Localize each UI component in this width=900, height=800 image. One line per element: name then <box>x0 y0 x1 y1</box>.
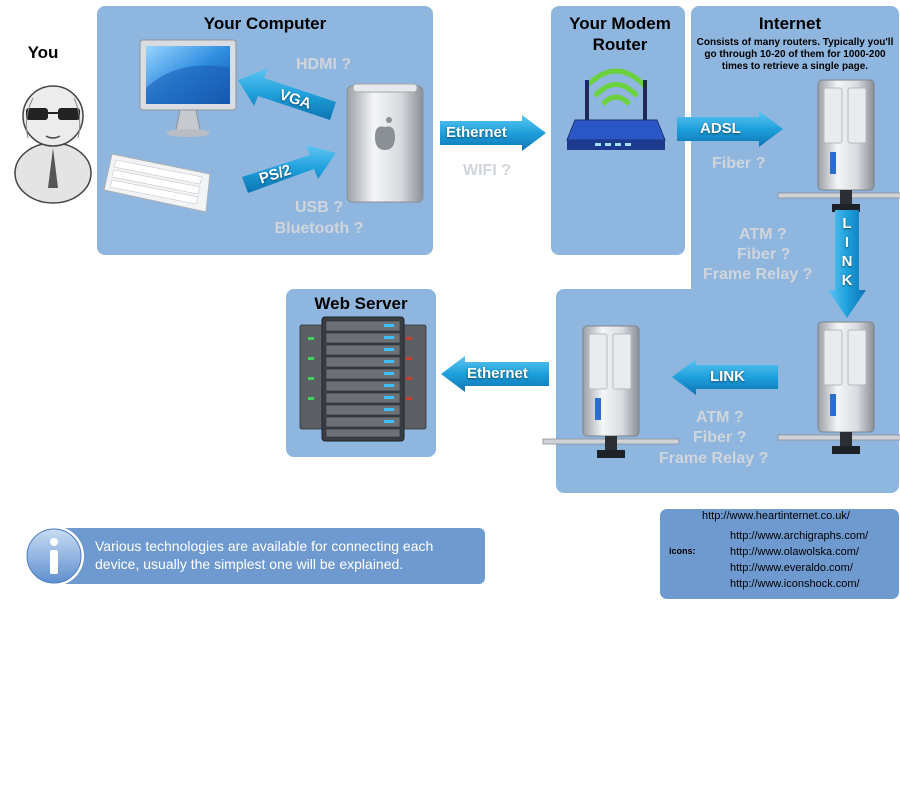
link-label-horizontal: LINK <box>710 368 745 385</box>
frame-relay-label-1: Frame Relay ? <box>703 266 813 283</box>
credits-icon-link[interactable]: http://www.archigraphs.com/ <box>730 530 869 542</box>
atm-label-1: ATM ? <box>739 226 787 243</box>
tower-computer-icon <box>346 83 424 203</box>
credits-source-link[interactable]: http://www.heartinternet.co.uk/ <box>702 510 850 522</box>
internet-note-line3: times to retrieve a single page. <box>721 61 869 72</box>
webserver-title: Web Server <box>314 294 408 313</box>
ethernet-label-2: Ethernet <box>467 365 528 382</box>
ethernet-arrow-2 <box>441 356 549 392</box>
info-text-line2: device, usually the simplest one will be… <box>95 556 404 572</box>
ethernet-label-1: Ethernet <box>446 124 507 141</box>
link-label-vertical: LINK <box>841 215 853 289</box>
usb-label: USB ? <box>295 199 343 216</box>
info-banner <box>58 528 485 584</box>
user-avatar-icon <box>14 85 92 204</box>
credits-icon-link[interactable]: http://www.iconshock.com/ <box>730 578 860 590</box>
internet-note-line2: go through 10-20 of them for 1000-200 <box>704 49 886 60</box>
fiber-label-1: Fiber ? <box>737 246 791 263</box>
router-server-icon-top <box>777 79 900 213</box>
credits-icons-label: icons: <box>669 546 696 556</box>
vga-arrow <box>238 68 336 120</box>
bluetooth-label: Bluetooth ? <box>274 220 364 237</box>
fiber-label-adsl: Fiber ? <box>712 155 766 172</box>
keyboard-icon <box>103 153 211 213</box>
ps2-arrow <box>242 145 336 193</box>
frame-relay-label-2: Frame Relay ? <box>659 450 769 467</box>
credits-box <box>660 509 899 599</box>
adsl-label: ADSL <box>700 120 741 137</box>
credits-icon-link[interactable]: http://www.olawolska.com/ <box>730 546 859 558</box>
internet-note-line1: Consists of many routers. Typically you'… <box>696 37 894 48</box>
ethernet-arrow-1 <box>440 115 546 151</box>
info-text-line1: Various technologies are available for c… <box>95 538 434 554</box>
credits-icon-link[interactable]: http://www.everaldo.com/ <box>730 562 853 574</box>
link-arrow-horizontal <box>672 359 778 395</box>
wifi-label: WIFI ? <box>463 162 511 179</box>
link-arrow-vertical <box>828 210 866 318</box>
atm-label-2: ATM ? <box>696 409 744 426</box>
router-server-icon-left <box>542 325 680 459</box>
info-icon <box>24 526 84 586</box>
monitor-icon <box>139 39 237 137</box>
server-rack-icon <box>299 316 427 442</box>
router-server-icon-right <box>777 321 900 455</box>
fiber-label-2: Fiber ? <box>693 429 747 446</box>
router-icon <box>566 68 666 150</box>
router-title-line2: Router <box>592 35 648 54</box>
adsl-arrow <box>677 111 783 147</box>
hdmi-label: HDMI ? <box>296 56 352 73</box>
computer-title: Your Computer <box>203 14 327 33</box>
you-label: You <box>27 43 59 62</box>
internet-title: Internet <box>758 14 822 33</box>
router-title-line1: Your Modem <box>569 14 671 33</box>
